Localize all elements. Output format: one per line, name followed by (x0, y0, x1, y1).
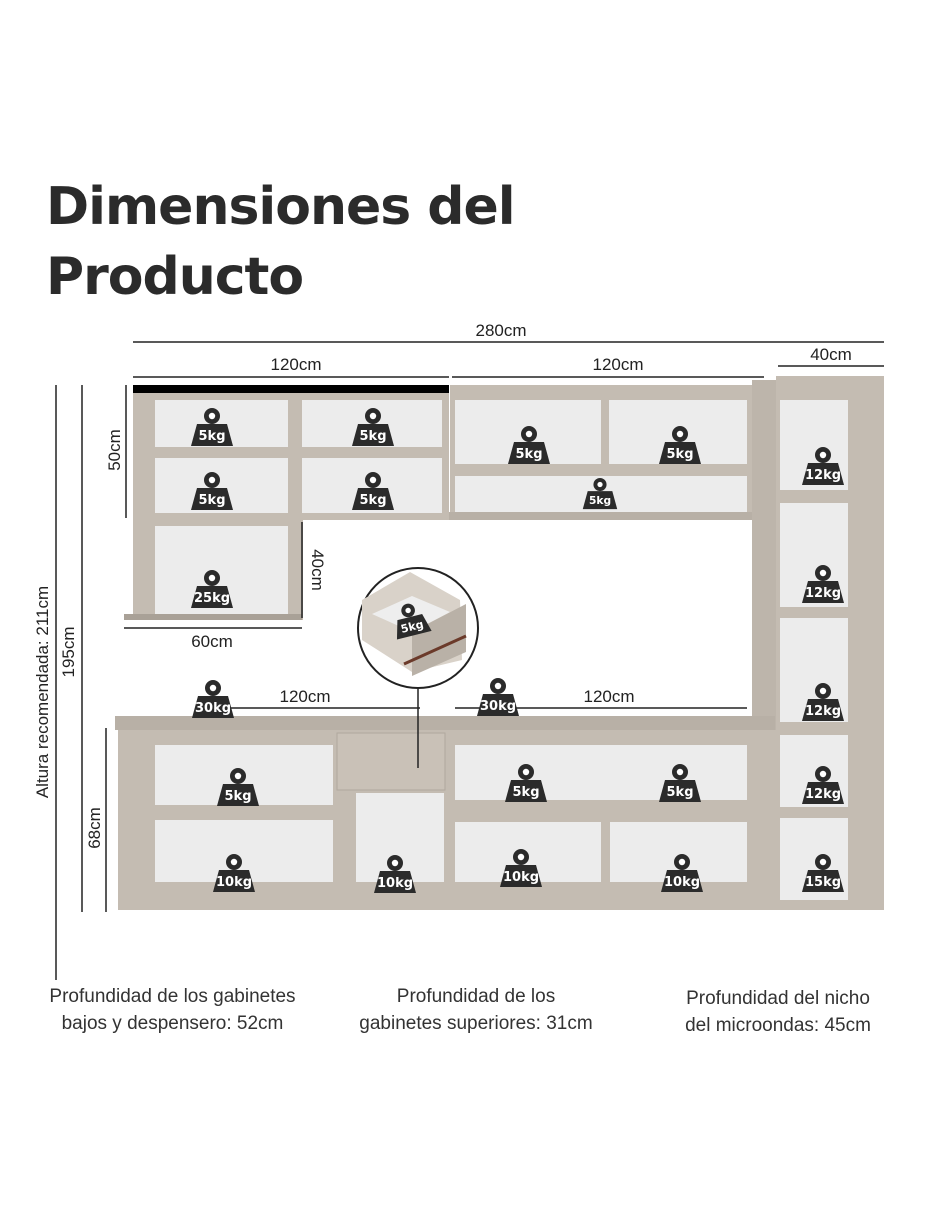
svg-text:30kg: 30kg (480, 699, 516, 714)
weight-icon: 5kg (191, 408, 233, 446)
weight-icon: 5kg (659, 426, 701, 464)
caption-base-depth: Profundidad de los gabinetes bajos y des… (20, 983, 325, 1037)
weight-icon: 5kg (191, 472, 233, 510)
dimension-lines (55, 341, 884, 980)
svg-text:25kg: 25kg (194, 591, 230, 606)
title-line-1: Dimensiones del (46, 177, 516, 237)
svg-text:5kg: 5kg (225, 789, 252, 804)
dim-pantry-height: 40cm (308, 549, 327, 591)
weight-icon: 30kg (192, 680, 234, 718)
svg-text:12kg: 12kg (805, 468, 841, 483)
caption-base-depth-line-2: bajos y despensero: 52cm (61, 1013, 284, 1034)
caption-microwave-depth-line-1: Profundidad del nicho (686, 988, 870, 1009)
weight-icon: 25kg (191, 570, 233, 608)
dim-upper-left-width: 120cm (270, 355, 321, 374)
weight-icon: 5kg (352, 408, 394, 446)
weight-icon: 5kg (659, 764, 701, 802)
dim-counter-right-width: 120cm (583, 687, 634, 706)
caption-upper-depth: Profundidad de los gabinetes superiores:… (330, 983, 622, 1037)
caption-microwave-depth-line-2: del microondas: 45cm (685, 1015, 871, 1036)
caption-base-depth-line-1: Profundidad de los gabinetes (49, 986, 296, 1007)
svg-text:10kg: 10kg (377, 876, 413, 891)
title-line-2: Producto (46, 247, 304, 307)
dim-counter-left-width: 120cm (279, 687, 330, 706)
caption-upper-depth-line-2: gabinetes superiores: 31cm (359, 1013, 593, 1034)
weight-icon: 15kg (802, 854, 844, 892)
svg-text:5kg: 5kg (667, 447, 694, 462)
weight-icon: 30kg (477, 678, 519, 716)
weight-icon: 5kg (389, 599, 432, 640)
dim-upper-height: 50cm (105, 429, 124, 471)
weight-icon: 12kg (802, 565, 844, 603)
weight-icon: 5kg (582, 477, 618, 510)
svg-text:5kg: 5kg (589, 494, 611, 507)
page-title: Dimensiones del Producto (46, 172, 516, 312)
svg-text:15kg: 15kg (805, 875, 841, 890)
svg-text:5kg: 5kg (199, 493, 226, 508)
weight-icon: 12kg (802, 683, 844, 721)
svg-text:5kg: 5kg (400, 618, 425, 636)
dim-upper-right-width: 120cm (592, 355, 643, 374)
svg-text:5kg: 5kg (360, 493, 387, 508)
svg-text:5kg: 5kg (513, 785, 540, 800)
svg-text:5kg: 5kg (199, 429, 226, 444)
weight-icon: 5kg (217, 768, 259, 806)
svg-text:10kg: 10kg (503, 870, 539, 885)
svg-text:12kg: 12kg (805, 787, 841, 802)
dim-recommended-height: Altura recomendada: 211cm (33, 586, 52, 798)
upper-left-cabinet (133, 385, 449, 520)
svg-text:5kg: 5kg (360, 429, 387, 444)
svg-text:5kg: 5kg (667, 785, 694, 800)
weight-icon: 5kg (352, 472, 394, 510)
caption-upper-depth-line-1: Profundidad de los (396, 986, 556, 1007)
dim-tower-width: 40cm (810, 345, 852, 364)
weight-icon: 5kg (505, 764, 547, 802)
weight-icon: 12kg (802, 447, 844, 485)
svg-text:12kg: 12kg (805, 704, 841, 719)
svg-text:30kg: 30kg (195, 701, 231, 716)
weight-icon: 10kg (374, 855, 416, 893)
dim-base-height: 68cm (85, 807, 104, 849)
svg-text:10kg: 10kg (216, 875, 252, 890)
svg-text:5kg: 5kg (516, 447, 543, 462)
svg-text:12kg: 12kg (805, 586, 841, 601)
weight-icon: 12kg (802, 766, 844, 804)
caption-microwave-depth: Profundidad del nicho del microondas: 45… (660, 985, 896, 1039)
dim-total-width: 280cm (475, 321, 526, 340)
dim-total-height: 195cm (59, 626, 78, 677)
weight-icon: 10kg (661, 854, 703, 892)
weight-icon: 10kg (500, 849, 542, 887)
svg-text:10kg: 10kg (664, 875, 700, 890)
weight-icon: 10kg (213, 854, 255, 892)
weight-icon: 5kg (508, 426, 550, 464)
dim-pantry-width: 60cm (191, 632, 233, 651)
